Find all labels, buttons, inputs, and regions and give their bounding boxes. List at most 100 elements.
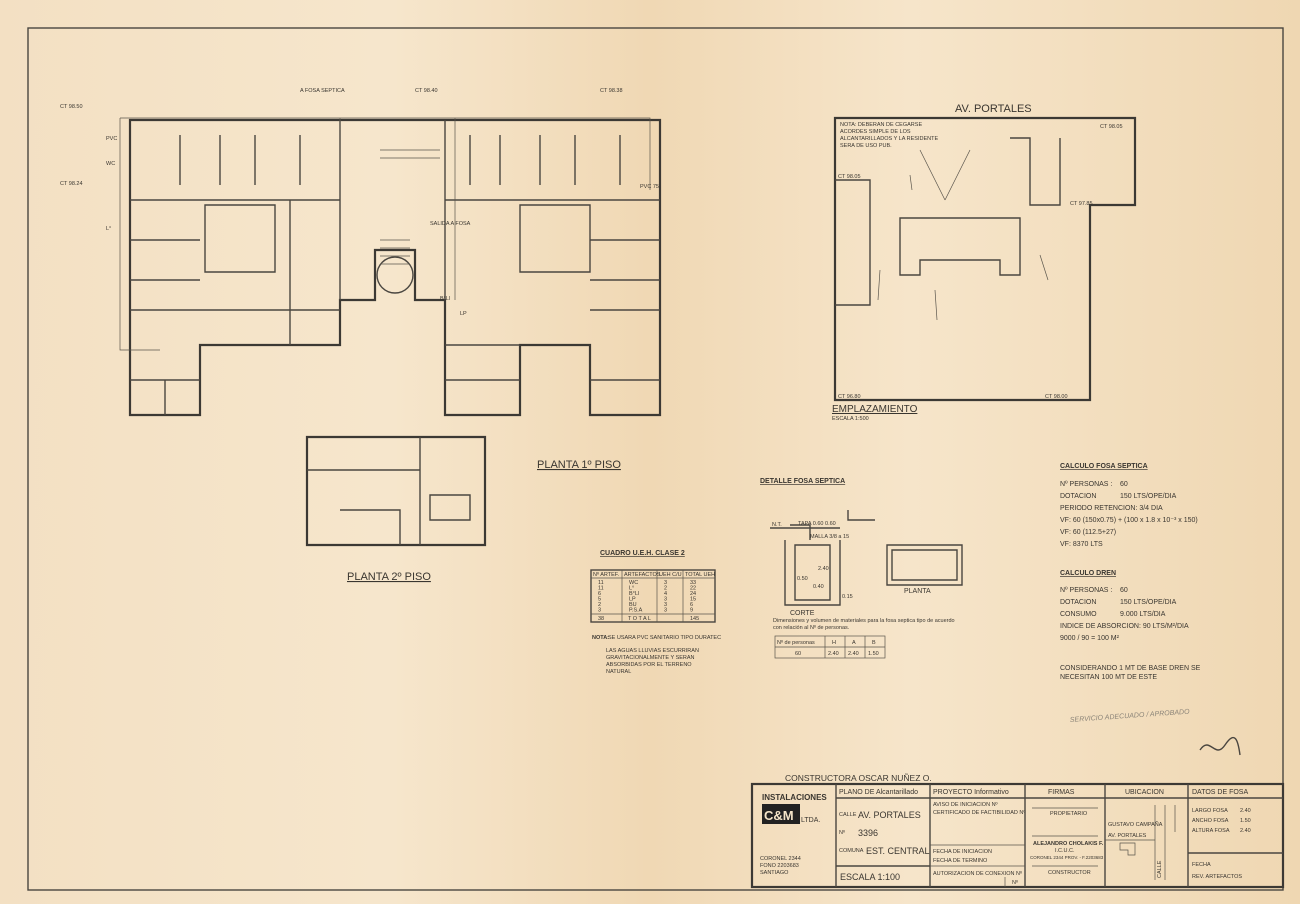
signer-address: CORONEL 2344 PROV. - F.2203683: [1030, 855, 1104, 860]
septic-outlet-label: A FOSA SEPTICA: [300, 88, 345, 94]
calle-value: AV. PORTALES: [858, 810, 921, 820]
dimension-label: TAPA 0.60 0.60: [798, 521, 836, 527]
site-level: CT 98.05: [1100, 124, 1123, 130]
calc-value: 60: [1120, 587, 1128, 594]
company-phone: FONO 2203683: [760, 863, 799, 869]
location-street: AV. PORTALES: [1108, 833, 1147, 839]
plan-label: PLANTA: [904, 588, 931, 595]
table-total-cell: 145: [690, 616, 699, 622]
fosa-label: LARGO FOSA: [1192, 808, 1228, 814]
plan-type: PLANO DE Alcantarillado: [839, 789, 918, 796]
site-title: EMPLAZAMIENTO: [832, 404, 918, 415]
table-cell: 22: [690, 586, 696, 592]
company-city: SANTIAGO: [760, 870, 789, 876]
dim-table-cell: 60: [795, 651, 801, 657]
table-cell: B°Ll: [629, 591, 639, 597]
calc-line: DOTACION: [1060, 599, 1096, 606]
calle-label: CALLE: [839, 812, 857, 818]
signer-name: ALEJANDRO CHOLAKIS F.: [1033, 841, 1104, 847]
note-label: NOTA:: [592, 635, 609, 641]
dim-table-header: H: [832, 640, 836, 646]
location-header: UBICACION: [1125, 789, 1164, 796]
table-header: UEH C/U: [659, 572, 682, 578]
calc-line: PERIODO RETENCION: 3/4 DIA: [1060, 505, 1163, 512]
calc-value: 150 LTS/OPE/DIA: [1120, 599, 1177, 606]
table-cell: 3: [598, 608, 601, 614]
fixture-label: L°: [106, 226, 111, 232]
plan1-title: PLANTA 1º PISO: [537, 459, 621, 471]
calc-line: VF: 60 (112.5+27): [1060, 529, 1116, 536]
fosa-value: 2.40: [1240, 828, 1251, 834]
dimension-label: 0.15: [842, 594, 853, 600]
table-cell: P.S.A: [629, 608, 643, 614]
location-street: CALLE: [1157, 860, 1163, 878]
dim-table-header: Nº de personas: [777, 639, 815, 646]
calc-value: 60: [1120, 481, 1128, 488]
numero-value: 3396: [858, 828, 878, 838]
constructor-label: CONSTRUCTOR: [1048, 870, 1091, 876]
calc-value: 150 LTS/OPE/DIA: [1120, 493, 1177, 500]
site-scale: ESCALA 1:500: [832, 416, 869, 422]
site-plan: NOTA: DEBERAN DE CEGARSE ACORDES SIMPLE …: [833, 116, 1137, 402]
site-level: CT 97.85: [1070, 201, 1093, 207]
calc-line: Nº PERSONAS :: [1060, 587, 1112, 594]
fosa-data-header: DATOS DE FOSA: [1192, 789, 1248, 796]
fosa-value: 1.50: [1240, 818, 1251, 824]
fosa-value: 2.40: [1240, 808, 1251, 814]
dimension-label: 0.50: [797, 576, 808, 582]
sheet-border: [27, 27, 1284, 891]
numero-label: Nº: [839, 829, 845, 836]
company-logo: [762, 804, 800, 824]
table-cell: 11: [598, 586, 604, 592]
table-cell: 3: [664, 602, 667, 608]
fixture-label: LP: [460, 311, 467, 317]
table-cell: 24: [690, 591, 696, 597]
level-label: CT 98.24: [60, 181, 83, 187]
septic-detail: DETALLE FOSA SEPTICA TAPA 0.60 0.60 N.T.…: [760, 478, 963, 659]
dim-table-header: A: [852, 640, 856, 646]
dim-table-header: B: [872, 640, 876, 646]
location-street: GUSTAVO CAMPAÑA: [1108, 821, 1163, 828]
table-cell: LP: [629, 597, 636, 603]
street-label: AV. PORTALES: [955, 103, 1032, 115]
date-label: FECHA: [1192, 862, 1211, 868]
calc-value: 9.000 LTS/DIA: [1120, 611, 1166, 618]
site-note: NOTA: DEBERAN DE CEGARSE ACORDES SIMPLE …: [840, 122, 939, 149]
comuna-label: COMUNA: [839, 848, 864, 854]
table-cell: 2: [598, 602, 601, 608]
drain-calc-title: CALCULO DREN: [1060, 570, 1116, 577]
plan2-title: PLANTA 2º PISO: [347, 571, 431, 583]
scale-value: ESCALA 1:100: [840, 872, 900, 882]
level-label: CT 98.50: [60, 104, 83, 110]
project-field: FECHA DE INICIACION: [933, 849, 992, 855]
table-cell: 15: [690, 597, 696, 603]
table-header: Nº ARTEF.: [593, 571, 620, 578]
site-level: CT 98.00: [1045, 394, 1068, 400]
constructor-name: CONSTRUCTORA OSCAR NUÑEZ O.: [785, 773, 932, 783]
note-text: LAS AGUAS LLUVIAS ESCURRIRAN GRAVITACION…: [606, 648, 699, 675]
project-field: AUTORIZACION DE CONEXION Nº: [933, 870, 1022, 877]
dimension-label: 0.40: [813, 584, 824, 590]
signer-title: I.C.U.C.: [1055, 848, 1075, 854]
dim-table-cell: 1.50: [868, 651, 879, 657]
ueh-table: CUADRO U.E.H. CLASE 2 Nº ARTEF.ARTEFACTO…: [590, 550, 721, 675]
table-cell: L°: [629, 586, 634, 592]
calc-line: VF: 8370 LTS: [1060, 541, 1103, 548]
fosa-label: ANCHO FOSA: [1192, 818, 1229, 824]
table-total-cell: T O T A L: [628, 616, 651, 622]
revision-label: REV. ARTEFACTOS: [1192, 874, 1242, 880]
comuna-value: EST. CENTRAL: [866, 846, 930, 856]
dimension-label: N.T.: [772, 522, 782, 528]
septic-calculation: CALCULO FOSA SEPTICA Nº PERSONAS :60DOTA…: [1060, 463, 1198, 548]
signature-mark: [1199, 736, 1241, 756]
section-label: CORTE: [790, 610, 815, 617]
septic-caption: Dimensiones y volumen de materiales para…: [773, 618, 955, 631]
title-block: CONSTRUCTORA OSCAR NUÑEZ O. INSTALACIONE…: [750, 773, 1285, 889]
table-cell: 9: [690, 608, 693, 614]
level-label: CT 98.40: [415, 88, 438, 94]
site-level: CT 96.80: [838, 394, 861, 400]
table-cell: 4: [664, 591, 667, 597]
project-type: PROYECTO Informativo: [933, 789, 1009, 796]
